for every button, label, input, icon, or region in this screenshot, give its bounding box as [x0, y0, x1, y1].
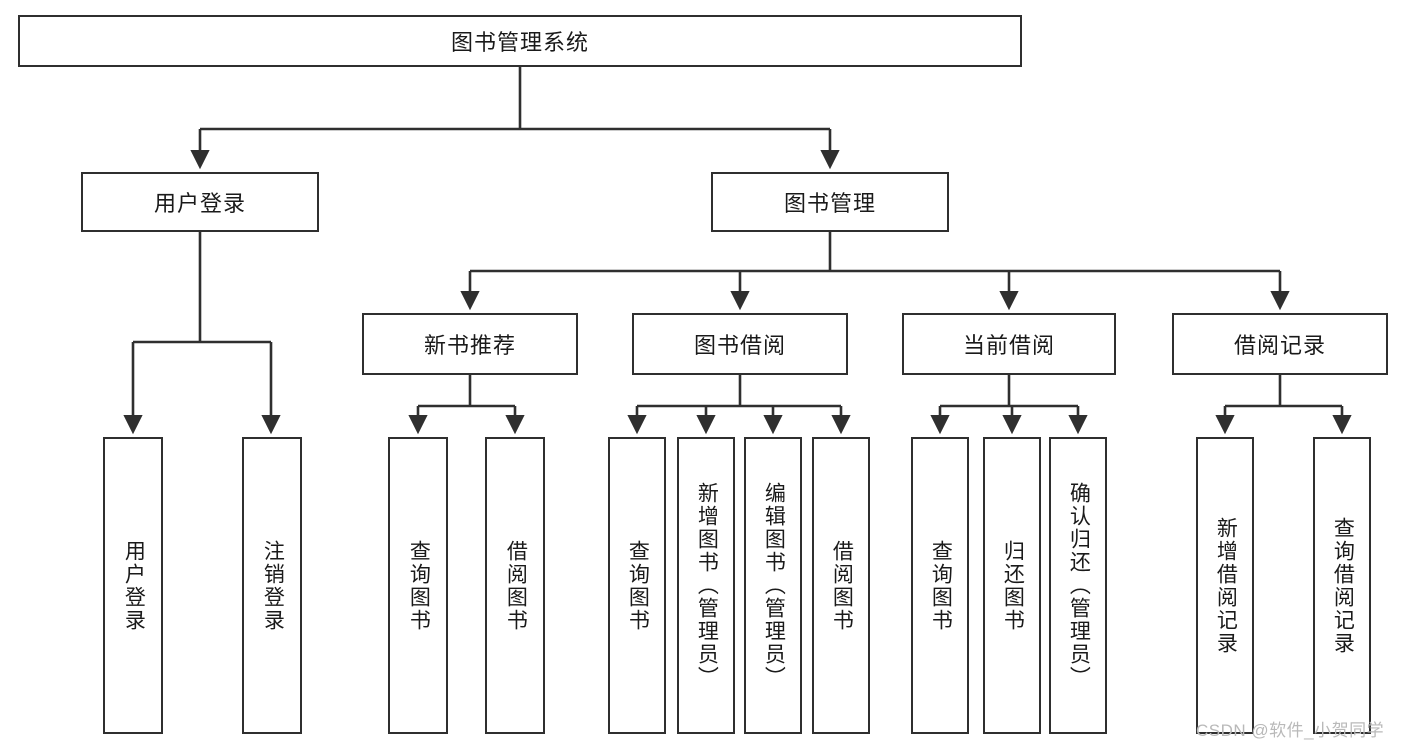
node-leaf-edit-book-admin[interactable]: 编辑图书（管理员）	[744, 437, 802, 734]
node-leaf-borrow-book-label: 借阅图书	[830, 539, 854, 632]
node-leaf-user-login-label: 用户登录	[122, 539, 146, 632]
node-leaf-edit-book-admin-label: 编辑图书（管理员）	[762, 482, 786, 689]
node-user-login-label: 用户登录	[153, 191, 246, 216]
node-current-borrow-label: 当前借阅	[962, 333, 1055, 358]
node-user-login[interactable]: 用户登录	[81, 172, 319, 232]
node-leaf-add-book-admin[interactable]: 新增图书（管理员）	[677, 437, 735, 734]
node-leaf-query-book-new-label: 查询图书	[407, 539, 431, 632]
node-leaf-query-book-current[interactable]: 查询图书	[911, 437, 969, 734]
node-leaf-query-book-borrow-label: 查询图书	[626, 539, 650, 632]
node-borrow-records-label: 借阅记录	[1233, 333, 1326, 358]
node-leaf-query-book-new[interactable]: 查询图书	[388, 437, 448, 734]
node-leaf-borrow-book[interactable]: 借阅图书	[812, 437, 870, 734]
csdn-watermark: CSDN @软件_小贺同学	[1196, 721, 1385, 740]
node-leaf-borrow-book-new[interactable]: 借阅图书	[485, 437, 545, 734]
node-leaf-add-borrow-record[interactable]: 新增借阅记录	[1196, 437, 1254, 734]
node-root-label: 图书管理系统	[450, 30, 589, 55]
node-leaf-logout-label: 注销登录	[261, 539, 285, 632]
node-leaf-add-borrow-record-label: 新增借阅记录	[1214, 516, 1238, 655]
node-book-borrow-label: 图书借阅	[693, 333, 786, 358]
node-leaf-borrow-book-new-label: 借阅图书	[504, 539, 528, 632]
node-leaf-add-book-admin-label: 新增图书（管理员）	[695, 482, 719, 689]
node-leaf-query-borrow-record[interactable]: 查询借阅记录	[1313, 437, 1371, 734]
node-leaf-confirm-return-admin-label: 确认归还（管理员）	[1067, 482, 1091, 689]
node-new-book-recommend-label: 新书推荐	[423, 333, 516, 358]
node-book-management[interactable]: 图书管理	[711, 172, 949, 232]
node-leaf-confirm-return-admin[interactable]: 确认归还（管理员）	[1049, 437, 1107, 734]
node-root[interactable]: 图书管理系统	[18, 15, 1022, 67]
node-leaf-query-book-borrow[interactable]: 查询图书	[608, 437, 666, 734]
node-leaf-logout[interactable]: 注销登录	[242, 437, 302, 734]
node-current-borrow[interactable]: 当前借阅	[902, 313, 1116, 375]
node-leaf-query-borrow-record-label: 查询借阅记录	[1331, 516, 1355, 655]
node-book-borrow[interactable]: 图书借阅	[632, 313, 848, 375]
node-leaf-user-login[interactable]: 用户登录	[103, 437, 163, 734]
node-leaf-query-book-current-label: 查询图书	[929, 539, 953, 632]
node-leaf-return-book-label: 归还图书	[1001, 539, 1025, 632]
node-book-management-label: 图书管理	[783, 191, 876, 216]
node-new-book-recommend[interactable]: 新书推荐	[362, 313, 578, 375]
node-borrow-records[interactable]: 借阅记录	[1172, 313, 1388, 375]
node-leaf-return-book[interactable]: 归还图书	[983, 437, 1041, 734]
